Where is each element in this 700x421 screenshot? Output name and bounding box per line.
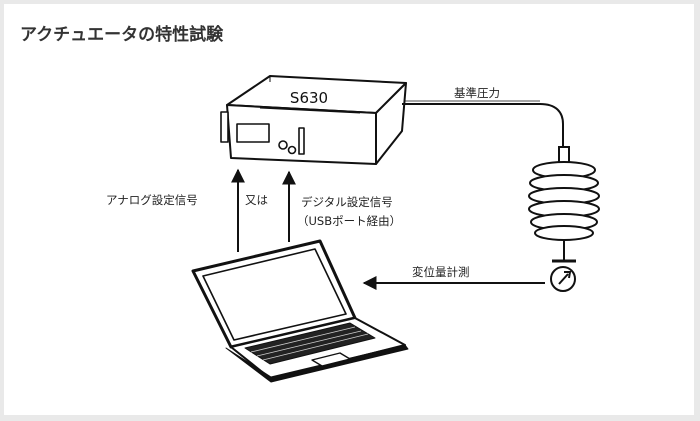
laptop-icon xyxy=(191,239,409,383)
controller-model-label: S630 xyxy=(290,89,328,107)
controller-box xyxy=(220,75,407,165)
page-title: アクチュエータの特性試験 xyxy=(20,25,224,45)
or-label: 又は xyxy=(245,193,268,207)
digital-signal-sublabel: （USBポート経由） xyxy=(297,214,402,228)
reference-pressure-label: 基準圧力 xyxy=(454,86,500,100)
actuator-bellows xyxy=(528,146,600,263)
pressure-line xyxy=(402,103,564,150)
displacement-gauge-icon xyxy=(550,266,576,292)
digital-signal-label: デジタル設定信号 xyxy=(301,195,393,209)
displacement-label: 変位量計測 xyxy=(412,265,470,279)
analog-signal-label: アナログ設定信号 xyxy=(106,193,198,207)
